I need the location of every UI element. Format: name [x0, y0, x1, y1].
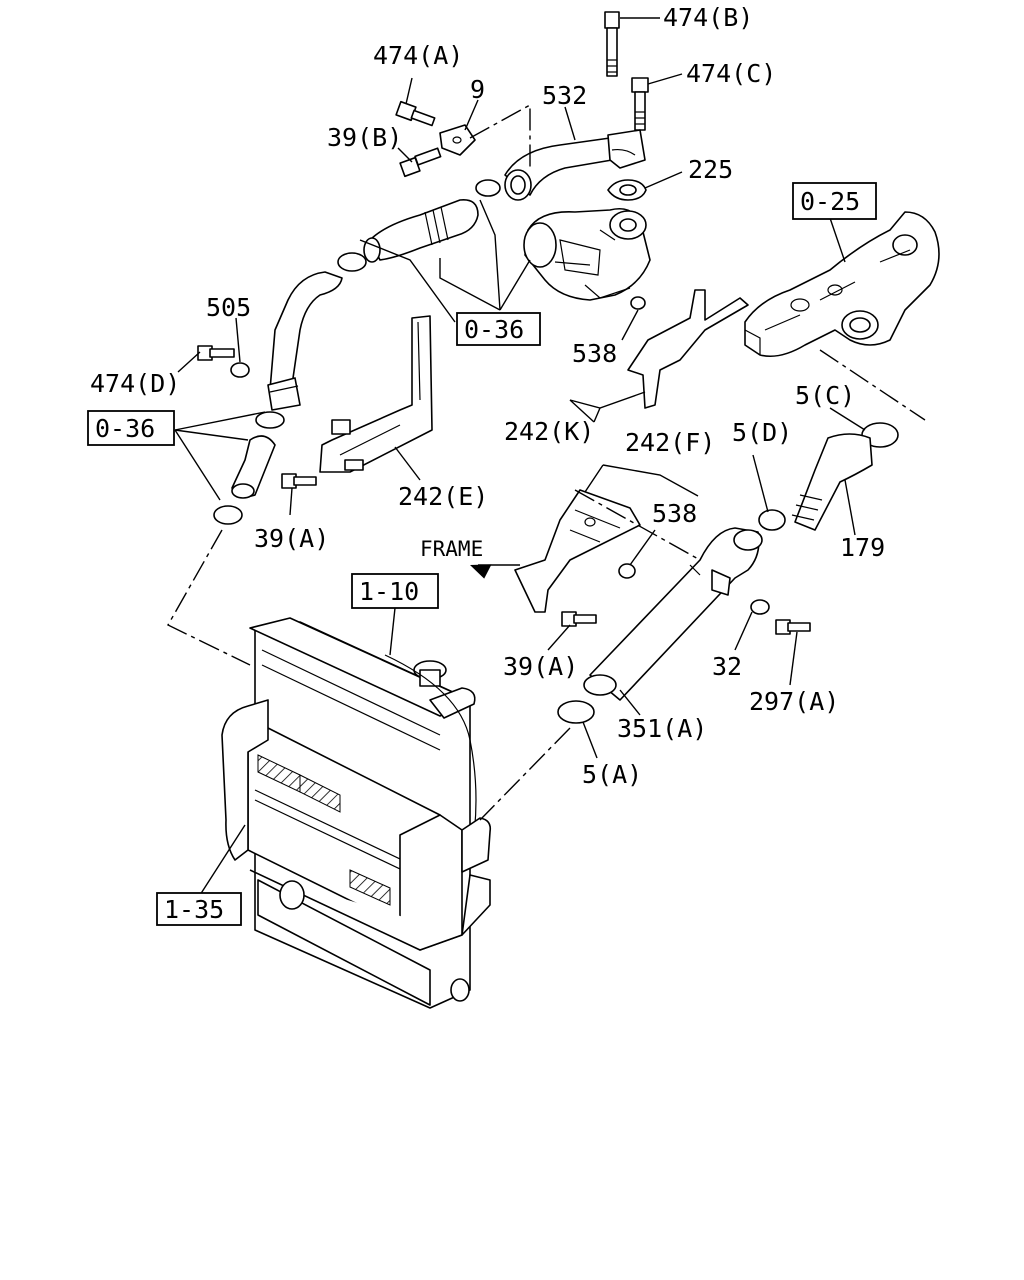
505-and-474d — [197, 345, 250, 378]
ref-box-0-36-top — [456, 312, 541, 346]
label-5d: 5(D) — [732, 418, 792, 447]
label-39b: 39(B) — [327, 123, 402, 152]
label-32: 32 — [712, 652, 742, 681]
label-39a-upper: 39(A) — [254, 524, 329, 553]
label-474d: 474(D) — [90, 369, 180, 398]
bolt-39a-lower — [561, 611, 597, 627]
label-0-36-top: 0-36 — [464, 315, 524, 344]
intake-manifold — [744, 211, 940, 358]
label-538-upper: 538 — [572, 339, 617, 368]
pipe-351a — [583, 527, 763, 701]
label-frame: FRAME — [420, 537, 483, 561]
ref-box-0-25 — [792, 182, 877, 220]
label-242k: 242(K) — [504, 417, 594, 446]
bracket-242e — [319, 315, 433, 473]
upper-hose-and-clamps — [337, 179, 501, 272]
label-225: 225 — [688, 155, 733, 184]
center-lines — [167, 103, 926, 821]
label-39a-lower: 39(A) — [503, 652, 578, 681]
hose-179-and-clamps — [758, 422, 899, 531]
label-474b: 474(B) — [663, 3, 753, 32]
label-5c: 5(C) — [795, 381, 855, 410]
part-labels: 474(B) 474(A) 474(C) 9 532 39(B) 225 0-2… — [87, 3, 885, 926]
label-474a: 474(A) — [373, 41, 463, 70]
label-351a: 351(A) — [617, 714, 707, 743]
label-179: 179 — [840, 533, 885, 562]
label-5a: 5(A) — [582, 760, 642, 789]
washer-32 — [750, 599, 770, 615]
label-538-lower: 538 — [652, 499, 697, 528]
label-0-36-left: 0-36 — [95, 414, 155, 443]
label-1-35: 1-35 — [164, 895, 224, 924]
label-532: 532 — [542, 81, 587, 110]
bolt-474a — [395, 100, 436, 127]
label-505: 505 — [206, 293, 251, 322]
leader-lines — [174, 17, 866, 896]
bracket-9 — [439, 124, 476, 156]
label-0-25: 0-25 — [800, 187, 860, 216]
ref-box-0-36-left — [87, 410, 175, 446]
label-474c: 474(C) — [686, 59, 776, 88]
turbocharger — [523, 207, 651, 301]
clamp-5a — [557, 700, 595, 724]
bolt-474b — [604, 11, 620, 77]
bolt-39b — [399, 147, 442, 178]
bracket-242f — [514, 489, 641, 613]
bolt-474c — [631, 77, 649, 131]
bolt-39a-upper — [281, 473, 317, 489]
label-1-10: 1-10 — [359, 577, 419, 606]
bracket-242k — [627, 289, 749, 409]
ref-box-1-35 — [156, 892, 242, 926]
label-242f: 242(F) — [625, 428, 715, 457]
radiator-intercooler-assembly — [221, 617, 492, 1009]
lower-left-hose-and-clamps — [213, 411, 285, 525]
label-297a: 297(A) — [749, 687, 839, 716]
pipe-532-elbow — [504, 129, 646, 201]
bolt-297a — [775, 619, 811, 635]
ref-box-1-10 — [351, 573, 439, 609]
gasket-225 — [607, 179, 647, 201]
label-242e: 242(E) — [398, 482, 488, 511]
long-curved-pipe — [267, 271, 343, 411]
label-9: 9 — [470, 75, 485, 104]
